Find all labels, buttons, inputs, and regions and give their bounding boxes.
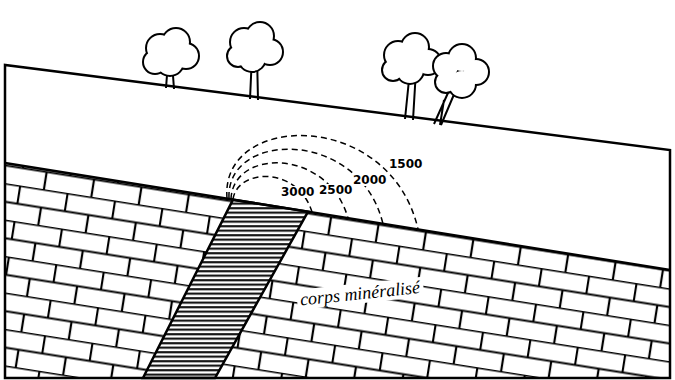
ore-vein: [143, 200, 308, 378]
contour-value: 1500: [388, 158, 423, 170]
trees: [144, 23, 488, 125]
contour-line: [229, 149, 383, 224]
contour-value: 3000: [280, 186, 315, 198]
halo-contours: [227, 136, 418, 229]
ore-body-label: corps minéralisé: [296, 277, 424, 310]
contour-value: 2000: [352, 174, 387, 186]
rock-interface: [5, 163, 670, 270]
contour-line: [227, 136, 418, 229]
contour-value: 2500: [318, 184, 353, 196]
section-frame: [5, 65, 670, 378]
bedrock: [5, 163, 670, 378]
